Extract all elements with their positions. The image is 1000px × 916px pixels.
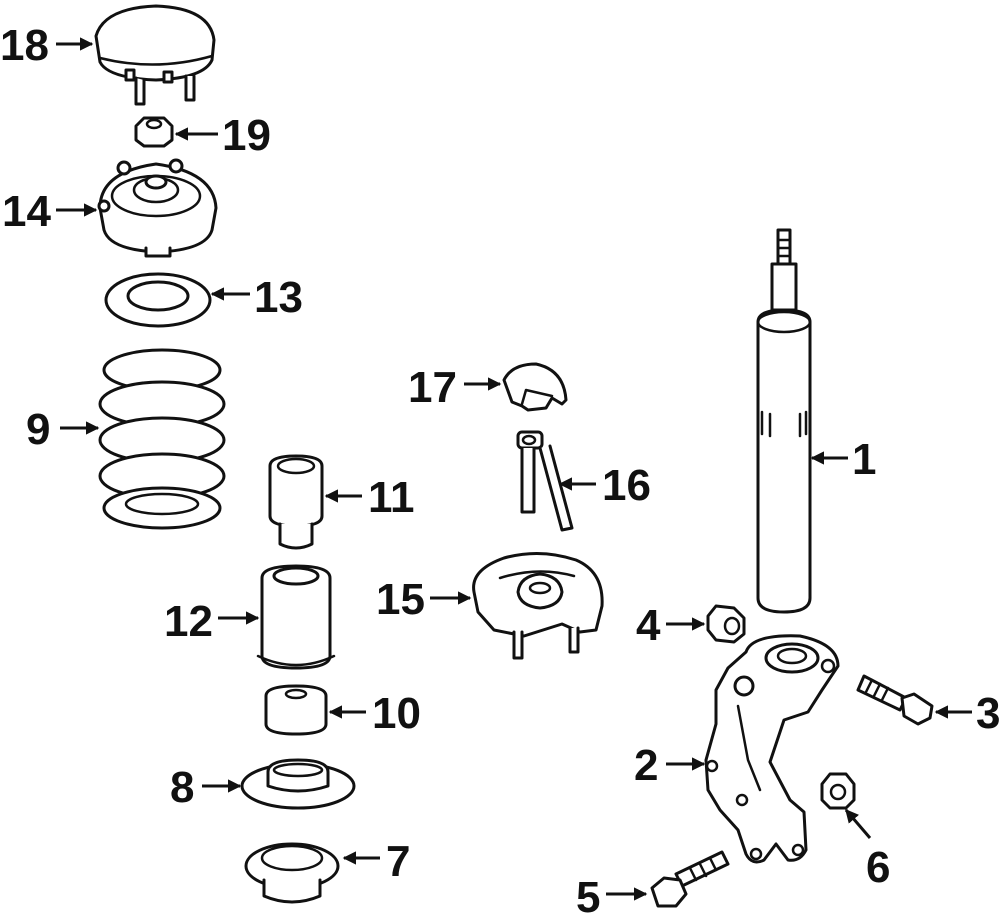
callout-9: 9: [26, 405, 50, 454]
part-14-strut-mount[interactable]: [97, 158, 218, 258]
part-3-bolt[interactable]: [856, 674, 934, 726]
callout-10: 10: [372, 689, 421, 738]
callout-6: 6: [866, 843, 890, 892]
part-18-strut-cap[interactable]: [94, 4, 216, 106]
callout-16: 16: [602, 461, 651, 510]
callout-3: 3: [976, 689, 1000, 738]
part-16-sensor-link[interactable]: [516, 430, 574, 532]
callout-7: 7: [386, 837, 410, 886]
part-12-dust-boot[interactable]: [256, 564, 336, 670]
callout-17: 17: [408, 363, 457, 412]
callout-8: 8: [170, 763, 194, 812]
part-10-jounce-bumper[interactable]: [264, 684, 328, 736]
part-13-spring-insulator[interactable]: [104, 272, 212, 328]
callout-labels: 18 19 14 13 9 11 12 10 8 7 17 16 15 1 4 …: [0, 21, 1000, 916]
callout-1: 1: [852, 435, 876, 484]
part-8-spring-seat[interactable]: [240, 758, 356, 810]
callout-13: 13: [254, 273, 303, 322]
part-15-mount[interactable]: [472, 551, 604, 660]
callout-18: 18: [0, 21, 49, 70]
callout-4: 4: [636, 601, 661, 650]
leader-lines: [56, 37, 972, 901]
part-19-nut[interactable]: [134, 116, 174, 148]
part-6-nut[interactable]: [820, 772, 856, 810]
part-17-cover[interactable]: [502, 362, 568, 412]
callout-2: 2: [634, 741, 658, 790]
part-5-bolt[interactable]: [650, 850, 730, 908]
callout-15: 15: [376, 575, 425, 624]
part-9-coil-spring[interactable]: [98, 348, 226, 530]
callout-14: 14: [2, 187, 51, 236]
callout-12: 12: [164, 597, 213, 646]
part-2-steering-knuckle[interactable]: [704, 634, 840, 864]
part-11-bump-stop[interactable]: [268, 454, 324, 550]
part-7-lower-insulator[interactable]: [244, 842, 340, 904]
callout-5: 5: [576, 873, 600, 916]
callout-19: 19: [222, 111, 271, 160]
part-1-strut-assembly[interactable]: [756, 228, 812, 614]
part-4-nut[interactable]: [706, 604, 746, 644]
callout-11: 11: [368, 473, 415, 522]
